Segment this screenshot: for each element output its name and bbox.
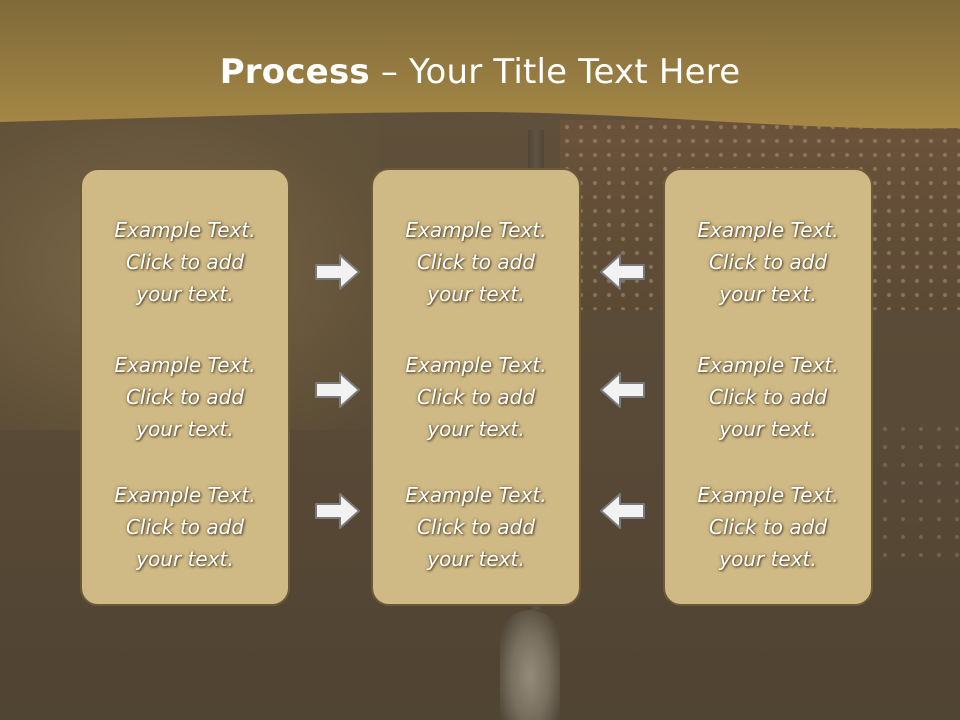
- box-text-item[interactable]: Example Text. Click to add your text.: [665, 214, 871, 310]
- text-line: Example Text.: [697, 218, 839, 242]
- text-line: Click to add: [708, 250, 828, 274]
- text-line: Example Text.: [114, 218, 256, 242]
- text-line: your text.: [136, 417, 234, 441]
- arrow-left-icon: [600, 493, 645, 529]
- box-text-item[interactable]: Example Text. Click to add your text.: [373, 479, 579, 575]
- arrow-right-icon: [315, 493, 360, 529]
- box-text-item[interactable]: Example Text. Click to add your text.: [82, 214, 288, 310]
- title-bold-part: Process: [219, 52, 370, 92]
- arrow-right-icon: [315, 254, 360, 290]
- glass-vase-decoration: [500, 610, 560, 720]
- text-line: Example Text.: [697, 483, 839, 507]
- text-line: Example Text.: [405, 353, 547, 377]
- text-line: your text.: [719, 282, 817, 306]
- text-line: Click to add: [125, 250, 245, 274]
- text-line: Click to add: [416, 385, 536, 409]
- text-line: Click to add: [708, 515, 828, 539]
- box-text-item[interactable]: Example Text. Click to add your text.: [82, 349, 288, 445]
- text-line: your text.: [427, 282, 525, 306]
- text-line: Example Text.: [405, 483, 547, 507]
- text-line: Click to add: [125, 385, 245, 409]
- process-box-left[interactable]: Example Text. Click to add your text. Ex…: [80, 168, 290, 606]
- title-rest-part: – Your Title Text Here: [369, 52, 741, 92]
- text-line: your text.: [719, 547, 817, 571]
- text-line: your text.: [719, 417, 817, 441]
- text-line: your text.: [136, 282, 234, 306]
- text-line: your text.: [427, 417, 525, 441]
- text-line: Example Text.: [697, 353, 839, 377]
- text-line: your text.: [427, 547, 525, 571]
- box-text-item[interactable]: Example Text. Click to add your text.: [82, 479, 288, 575]
- slide-title[interactable]: Process – Your Title Text Here: [0, 52, 960, 92]
- text-line: Example Text.: [405, 218, 547, 242]
- box-text-item[interactable]: Example Text. Click to add your text.: [665, 479, 871, 575]
- box-text-item[interactable]: Example Text. Click to add your text.: [373, 214, 579, 310]
- text-line: Example Text.: [114, 483, 256, 507]
- text-line: Click to add: [416, 515, 536, 539]
- process-box-right[interactable]: Example Text. Click to add your text. Ex…: [663, 168, 873, 606]
- box-text-item[interactable]: Example Text. Click to add your text.: [665, 349, 871, 445]
- text-line: your text.: [136, 547, 234, 571]
- arrow-left-icon: [600, 254, 645, 290]
- text-line: Click to add: [416, 250, 536, 274]
- text-line: Click to add: [125, 515, 245, 539]
- text-line: Example Text.: [114, 353, 256, 377]
- process-box-center[interactable]: Example Text. Click to add your text. Ex…: [371, 168, 581, 606]
- arrow-right-icon: [315, 372, 360, 408]
- box-text-item[interactable]: Example Text. Click to add your text.: [373, 349, 579, 445]
- text-line: Click to add: [708, 385, 828, 409]
- arrow-left-icon: [600, 372, 645, 408]
- title-banner: [0, 0, 960, 129]
